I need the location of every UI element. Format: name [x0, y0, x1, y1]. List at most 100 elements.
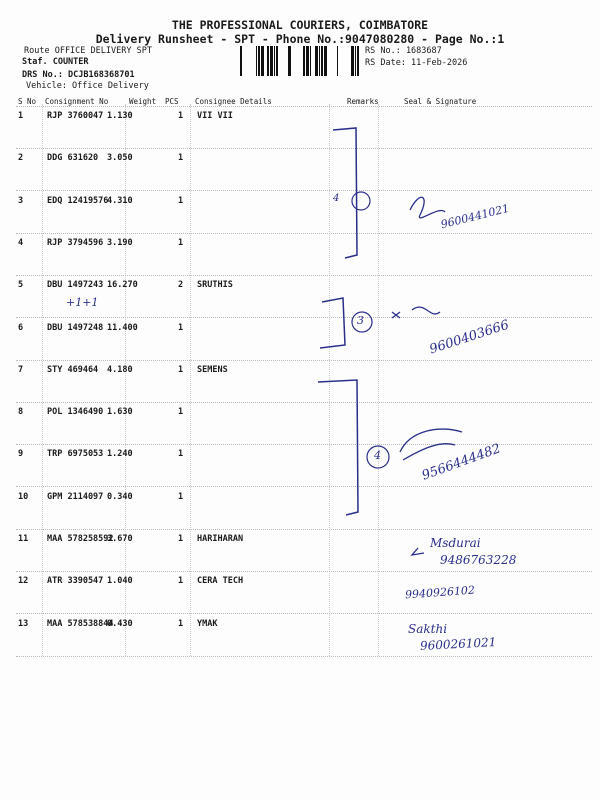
cell-pcs: 1: [178, 237, 184, 248]
barcode-bar: [256, 46, 257, 76]
cell-cn: ATR 3390547: [47, 576, 104, 587]
cell-pcs: 1: [178, 407, 184, 418]
circled-note: 4: [333, 193, 340, 204]
cell-consignee: VII VII: [197, 111, 233, 121]
cell-sno: 4: [18, 237, 24, 248]
cell-wt: 3.670: [107, 534, 133, 544]
col-remarks: Remarks: [347, 97, 379, 106]
barcode-bar: [270, 46, 273, 76]
barcode-bar: [321, 46, 323, 76]
cell-sno: 2: [18, 153, 24, 164]
cell-wt: 1.130: [107, 111, 133, 121]
cell-wt: 3.050: [107, 153, 133, 164]
cell-pcs: 2: [178, 280, 184, 291]
barcode-bar: [303, 46, 305, 76]
cell-pcs: 1: [178, 534, 184, 544]
cell-sno: 1: [18, 111, 24, 121]
barcode-bar: [274, 46, 275, 76]
row-rule: [16, 655, 592, 657]
row-rule: [16, 486, 592, 488]
cell-consignee: SEMENS: [197, 364, 228, 375]
cell-consignee: YMAK: [197, 618, 218, 629]
barcode-bar: [276, 46, 278, 76]
barcode-bar: [288, 46, 291, 76]
cell-cn: MAA 578258592: [47, 534, 114, 544]
cell-sno: 9: [18, 449, 24, 460]
cell-cn: GPM 2114097: [47, 491, 104, 502]
row-rule: [16, 274, 592, 276]
barcode-bar: [315, 46, 318, 76]
barcode-bar: [267, 46, 269, 76]
cell-sno: 7: [18, 364, 24, 375]
cell-sno: 3: [18, 195, 24, 206]
cell-pcs: 1: [178, 195, 184, 206]
barcode: [240, 46, 359, 76]
cell-pcs: 1: [178, 153, 184, 164]
cell-sno: 12: [18, 576, 29, 587]
cell-sno: 13: [18, 618, 29, 629]
row-rule: [16, 444, 592, 446]
col-consignee: Consignee Details: [195, 97, 272, 106]
handwritten-signature: Msdurai: [430, 536, 481, 550]
cell-cn: RJP 3794596: [47, 237, 104, 248]
cell-cn: MAA 578538844: [47, 618, 114, 629]
divider: [190, 104, 191, 656]
barcode-bar: [261, 46, 264, 76]
col-seal: Seal & Signature: [404, 97, 477, 106]
divider: [329, 104, 330, 656]
cell-sno: 11: [18, 534, 29, 544]
row-rule: [16, 613, 592, 615]
cell-consignee: CERA TECH: [197, 576, 244, 587]
drs-number: DRS No.: DCJB168368701: [22, 70, 135, 80]
divider: [378, 104, 379, 656]
barcode-bar: [357, 46, 359, 76]
cell-wt: 4.180: [107, 364, 133, 375]
divider: [125, 104, 126, 656]
cell-pcs: 1: [178, 364, 184, 375]
barcode-bar: [306, 46, 309, 76]
barcode-bar: [337, 46, 338, 76]
row-rule: [16, 148, 592, 149]
handwritten-phone: 9486763228: [440, 553, 517, 567]
cell-pcs: 1: [178, 618, 184, 629]
cell-pcs: 1: [178, 576, 184, 587]
header-rule: [16, 106, 592, 107]
divider: [42, 104, 43, 656]
col-pcs: PCS: [165, 97, 179, 106]
cell-pcs: 1: [178, 491, 184, 502]
cell-wt: 0.340: [107, 491, 133, 502]
cell-wt: 3.190: [107, 237, 133, 248]
rs-date: RS Date: 11-Feb-2026: [365, 58, 468, 68]
barcode-bar: [258, 46, 260, 76]
runsheet-subtitle: Delivery Runsheet - SPT - Phone No.:9047…: [95, 32, 505, 46]
cell-wt: 1.240: [107, 449, 133, 460]
cell-sno: 6: [18, 322, 24, 333]
circled-note: 4: [374, 449, 381, 462]
row-rule: [16, 190, 592, 192]
barcode-bar: [355, 46, 356, 76]
row-rule: [16, 571, 592, 572]
staff: Staf. COUNTER: [22, 57, 89, 67]
col-consignment: Consignment No: [45, 97, 109, 106]
cell-wt: 16.270: [107, 280, 138, 291]
row-rule: [16, 401, 592, 403]
cell-sno: 5: [18, 280, 24, 291]
col-weight: Weight: [129, 97, 157, 106]
barcode-bar: [240, 46, 242, 76]
circled-note: 3: [357, 314, 364, 327]
cell-wt: 0.430: [107, 618, 133, 629]
company-title: THE PROFESSIONAL COURIERS, COIMBATORE: [171, 18, 429, 32]
barcode-bar: [324, 46, 327, 76]
rs-number: RS No.: 1683687: [365, 46, 442, 56]
handwritten-signature: Sakthi: [408, 622, 448, 636]
barcode-bar: [319, 46, 320, 76]
handwritten-annotation: +1+1: [66, 296, 99, 309]
cell-cn: EDQ 12419576: [47, 195, 109, 206]
cell-sno: 10: [18, 491, 29, 502]
cell-pcs: 1: [178, 111, 184, 121]
cell-cn: POL 1346490: [47, 407, 104, 418]
cell-cn: DBU 1497243: [47, 280, 104, 291]
cell-cn: DBU 1497248: [47, 322, 104, 333]
cell-consignee: SRUTHIS: [197, 280, 233, 291]
